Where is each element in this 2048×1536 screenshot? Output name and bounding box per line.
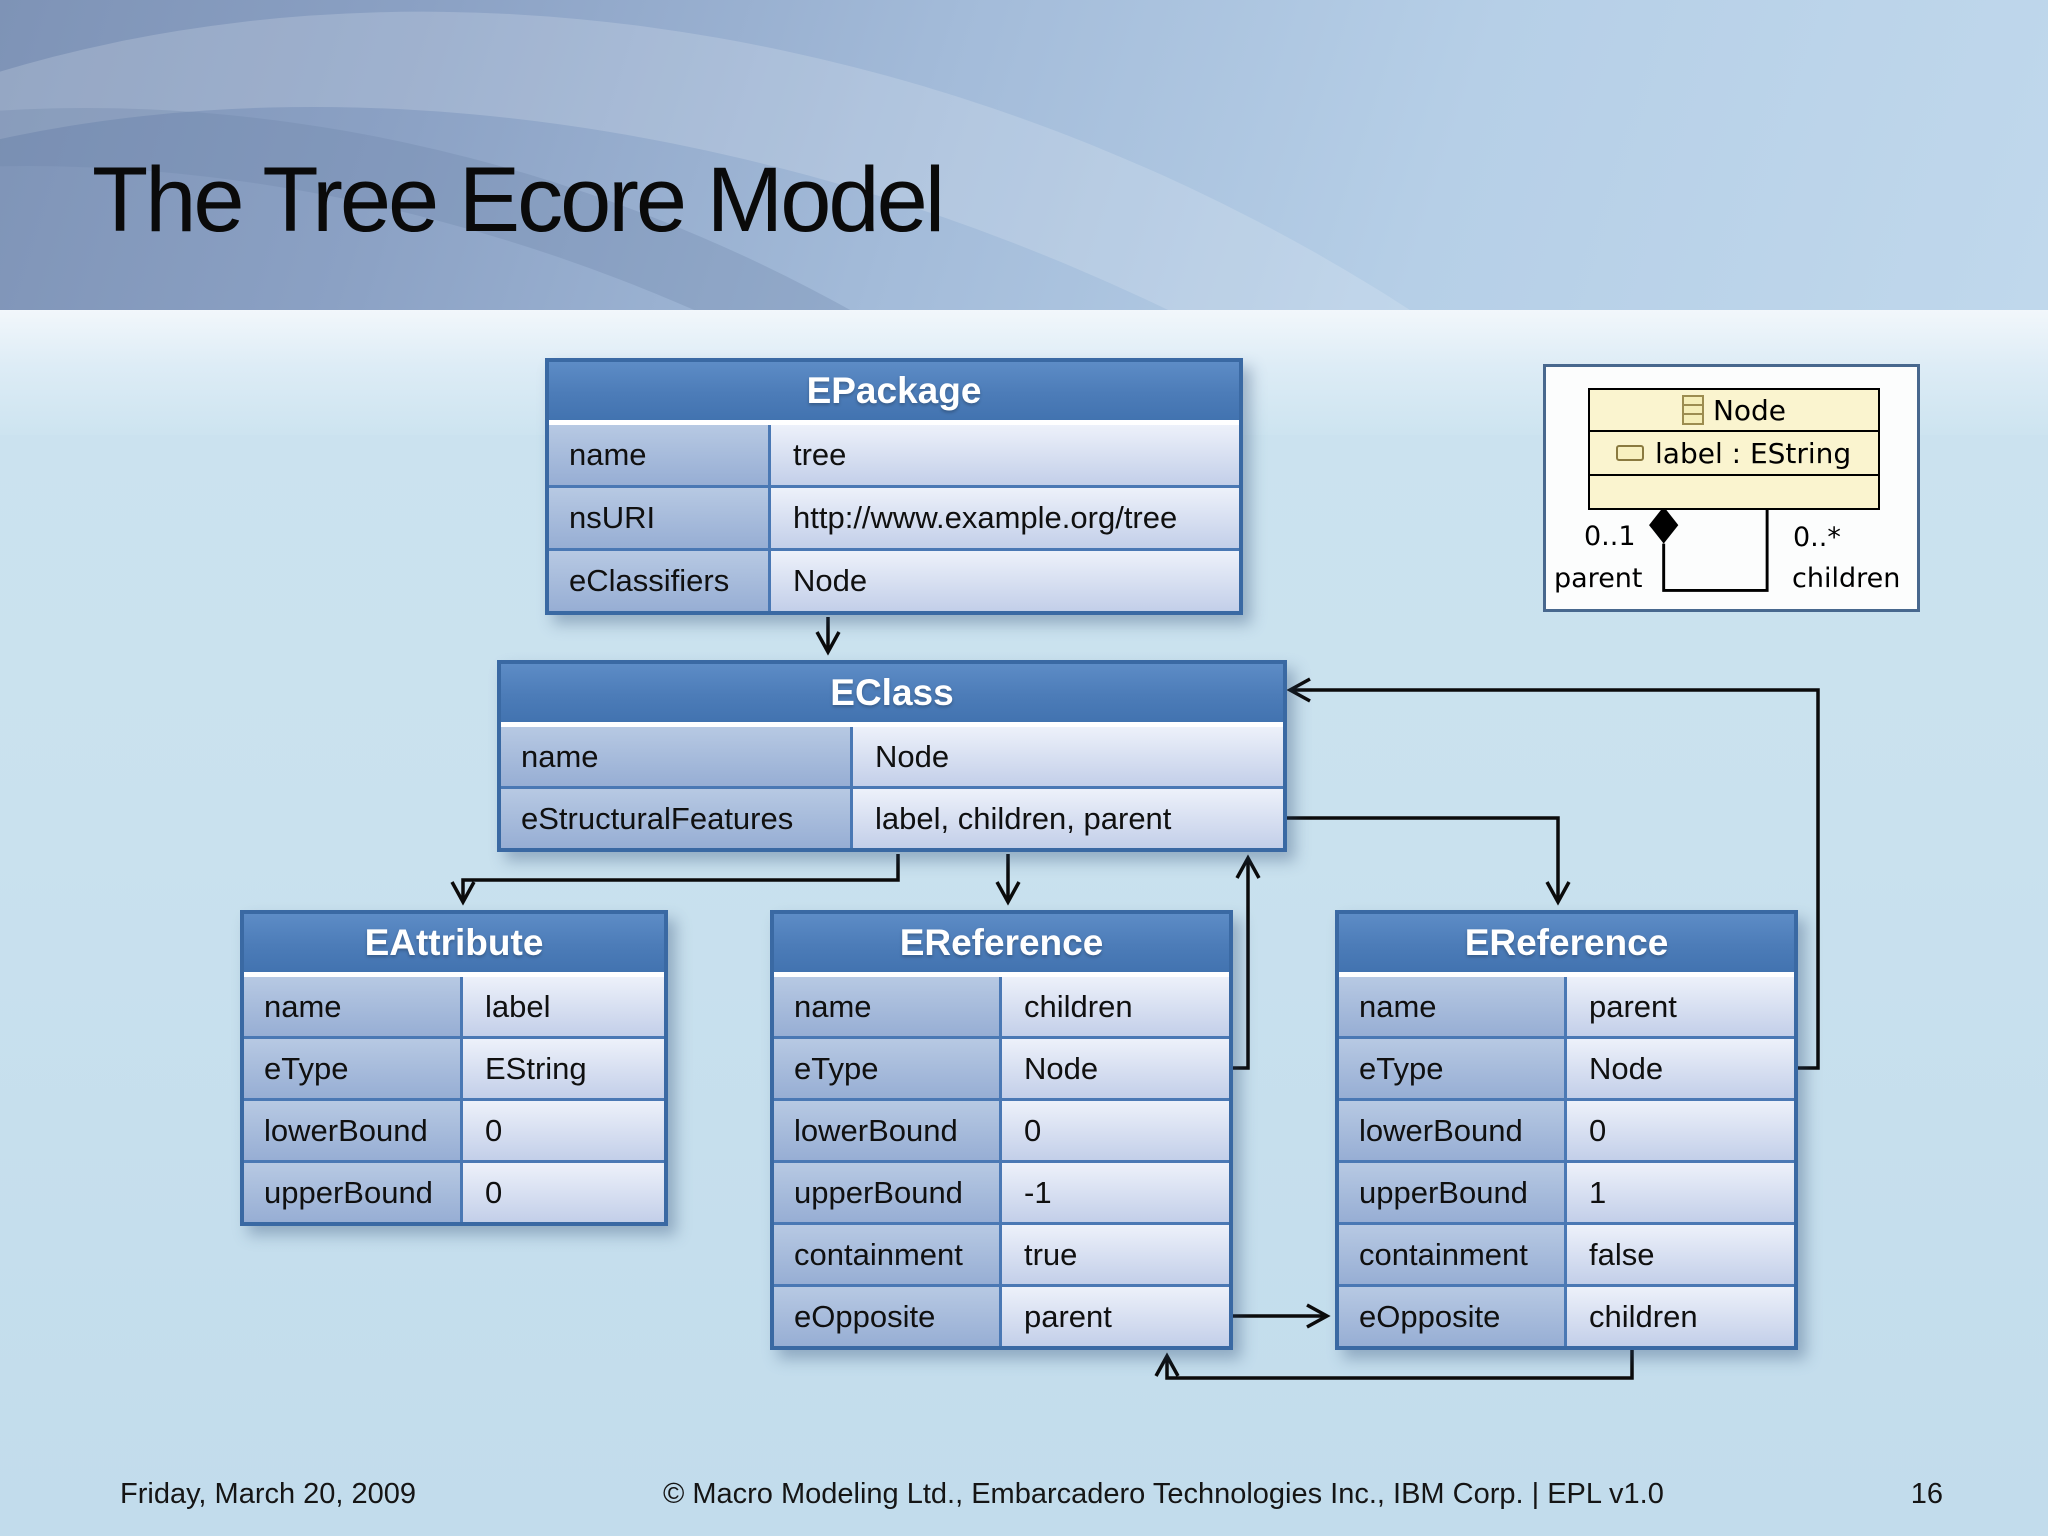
parent-role-label: parent	[1554, 563, 1643, 594]
row-value: -1	[1002, 1163, 1229, 1222]
row-value: children	[1002, 977, 1229, 1036]
table-row: name tree	[549, 425, 1239, 485]
table-row: upperBound -1	[774, 1160, 1229, 1222]
row-key: eOpposite	[1339, 1287, 1567, 1346]
row-key: name	[501, 727, 853, 786]
table-row: eOpposite parent	[774, 1284, 1229, 1346]
table-row: nsURI http://www.example.org/tree	[549, 485, 1239, 548]
row-key: name	[549, 425, 771, 485]
node-class-attribute: label : EString	[1590, 430, 1878, 474]
eattribute-table-title: EAttribute	[244, 914, 664, 977]
table-row: lowerBound 0	[244, 1098, 664, 1160]
epackage-table-title: EPackage	[549, 362, 1239, 425]
eattribute-table: EAttribute name label eType EString lowe…	[240, 910, 668, 1226]
eattribute-icon	[1616, 445, 1644, 461]
footer-copyright: © Macro Modeling Ltd., Embarcadero Techn…	[662, 1478, 1664, 1510]
table-row: eType EString	[244, 1036, 664, 1098]
row-key: lowerBound	[1339, 1101, 1567, 1160]
composition-diamond	[1649, 506, 1679, 544]
row-value: label	[463, 977, 664, 1036]
table-row: containment false	[1339, 1222, 1794, 1284]
row-key: containment	[774, 1225, 1002, 1284]
row-value: 0	[1002, 1101, 1229, 1160]
row-key: nsURI	[549, 488, 771, 548]
node-class-operations-compartment	[1590, 474, 1878, 508]
row-key: containment	[1339, 1225, 1567, 1284]
row-key: eType	[1339, 1039, 1567, 1098]
row-value: tree	[771, 425, 1239, 485]
node-class-diagram: Node label : EString 0..1 parent 0..* ch…	[1543, 364, 1920, 612]
ereference-parent-table-title: EReference	[1339, 914, 1794, 977]
background-gradient	[0, 0, 2048, 310]
row-value: true	[1002, 1225, 1229, 1284]
footer: Friday, March 20, 2009 © Macro Modeling …	[120, 1478, 1943, 1511]
row-value: 1	[1567, 1163, 1794, 1222]
row-key: eType	[244, 1039, 463, 1098]
row-value: children	[1567, 1287, 1794, 1346]
ereference-parent-table: EReference name parent eType Node lowerB…	[1335, 910, 1798, 1350]
ereference-children-table-title: EReference	[774, 914, 1229, 977]
parent-multiplicity: 0..1	[1584, 521, 1636, 552]
table-row: lowerBound 0	[1339, 1098, 1794, 1160]
row-value: Node	[1002, 1039, 1229, 1098]
table-row: eOpposite children	[1339, 1284, 1794, 1346]
row-value: EString	[463, 1039, 664, 1098]
table-row: lowerBound 0	[774, 1098, 1229, 1160]
table-row: eType Node	[1339, 1036, 1794, 1098]
row-key: lowerBound	[774, 1101, 1002, 1160]
row-key: upperBound	[244, 1163, 463, 1222]
row-value: Node	[771, 551, 1239, 611]
row-value: http://www.example.org/tree	[771, 488, 1239, 548]
row-key: name	[244, 977, 463, 1036]
row-key: eType	[774, 1039, 1002, 1098]
row-key: name	[774, 977, 1002, 1036]
row-value: false	[1567, 1225, 1794, 1284]
eclass-table: EClass name Node eStructuralFeatures lab…	[497, 660, 1287, 852]
node-class-header: Node	[1590, 390, 1878, 430]
row-key: eClassifiers	[549, 551, 771, 611]
table-row: upperBound 1	[1339, 1160, 1794, 1222]
composition-association	[1649, 506, 1769, 592]
row-key: upperBound	[1339, 1163, 1567, 1222]
row-key: eOpposite	[774, 1287, 1002, 1346]
row-value: 0	[1567, 1101, 1794, 1160]
footer-page-number: 16	[1910, 1478, 1943, 1510]
ereference-children-table: EReference name children eType Node lowe…	[770, 910, 1233, 1350]
eclass-table-title: EClass	[501, 664, 1283, 727]
row-value: 0	[463, 1163, 664, 1222]
children-role-label: children	[1792, 563, 1901, 594]
node-class-box: Node label : EString	[1588, 388, 1880, 510]
table-row: eType Node	[774, 1036, 1229, 1098]
row-value: Node	[853, 727, 1283, 786]
row-value: parent	[1567, 977, 1794, 1036]
row-key: name	[1339, 977, 1567, 1036]
row-value: Node	[1567, 1039, 1794, 1098]
footer-date: Friday, March 20, 2009	[120, 1478, 417, 1510]
arrow-label-to-eattribute	[450, 854, 900, 906]
row-value: 0	[463, 1101, 664, 1160]
table-row: name parent	[1339, 977, 1794, 1036]
table-row: containment true	[774, 1222, 1229, 1284]
table-row: eStructuralFeatures label, children, par…	[501, 786, 1283, 848]
epackage-table: EPackage name tree nsURI http://www.exam…	[545, 358, 1243, 615]
table-row: name Node	[501, 727, 1283, 786]
slide-title: The Tree Ecore Model	[92, 149, 945, 251]
children-multiplicity: 0..*	[1793, 522, 1841, 553]
eclass-icon	[1681, 395, 1704, 425]
table-row: name label	[244, 977, 664, 1036]
row-key: eStructuralFeatures	[501, 789, 853, 848]
row-key: upperBound	[774, 1163, 1002, 1222]
table-row: upperBound 0	[244, 1160, 664, 1222]
row-key: lowerBound	[244, 1101, 463, 1160]
node-attribute-label: label : EString	[1655, 436, 1852, 470]
table-row: eClassifiers Node	[549, 548, 1239, 611]
row-value: label, children, parent	[853, 789, 1283, 848]
row-value: parent	[1002, 1287, 1229, 1346]
node-class-name: Node	[1712, 393, 1787, 427]
table-row: name children	[774, 977, 1229, 1036]
